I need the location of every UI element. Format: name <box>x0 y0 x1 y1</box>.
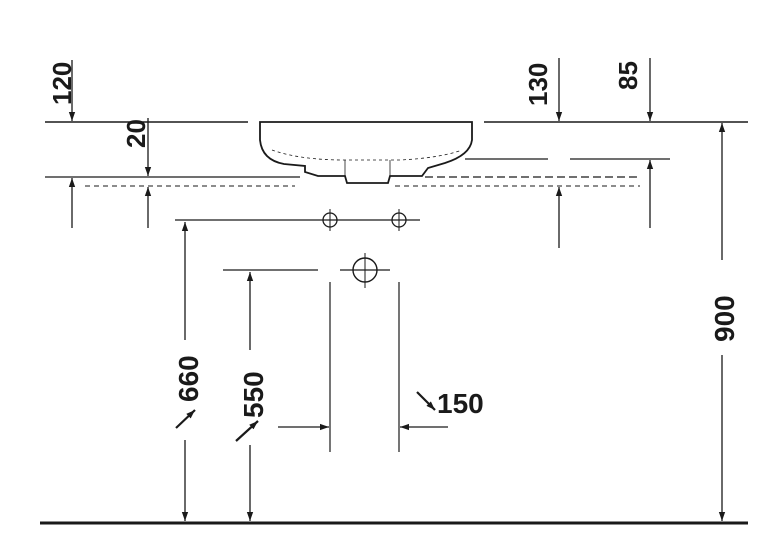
dim-150-pointer <box>416 391 436 411</box>
dim-550-label: 550 <box>238 371 269 418</box>
dim-120-label: 120 <box>47 62 77 105</box>
dim-660-label: 660 <box>173 355 204 402</box>
drain-extension-lines <box>329 282 400 452</box>
drain-marker <box>223 253 390 288</box>
dim-85-label: 85 <box>613 61 643 90</box>
dim-550-pointer <box>235 420 259 442</box>
dim-20-label: 20 <box>121 119 151 148</box>
dim-150-label: 150 <box>437 388 484 419</box>
dim-130-label: 130 <box>523 63 553 106</box>
dim-660-pointer <box>175 409 196 429</box>
tap-hole-markers <box>175 209 420 231</box>
dim-900-label: 900 <box>709 295 740 342</box>
basin-reference-lines <box>45 158 670 187</box>
washbasin-shape <box>259 121 473 184</box>
